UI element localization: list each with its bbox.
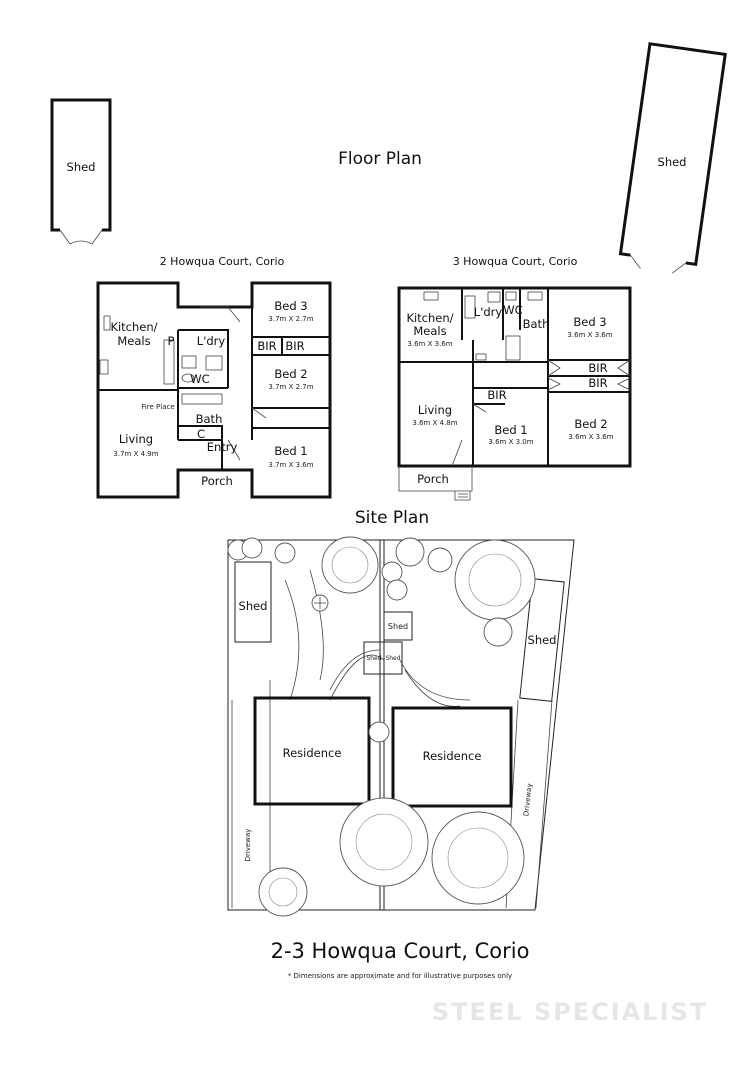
site-shed-small-b: [383, 641, 403, 675]
site-plan-title: Site Plan: [355, 508, 429, 528]
right-living-label: Living: [418, 403, 452, 417]
right-bed3-dim: 3.6m X 3.6m: [567, 331, 612, 339]
site-residence-left-label: Residence: [283, 746, 342, 760]
site-trees: [227, 536, 536, 917]
right-unit-heading: 3 Howqua Court, Corio: [453, 255, 578, 268]
site-shed-small-b-label: Shed: [385, 655, 400, 662]
left-bir-b-label: BIR: [285, 339, 304, 353]
left-cupboard-label: C: [197, 427, 205, 441]
right-bed2-label: Bed 2: [574, 417, 607, 431]
right-bir-bed1-label: BIR: [487, 388, 506, 402]
left-bed1-dim: 3.7m X 3.6m: [268, 461, 313, 469]
left-bed3-dim: 3.7m X 2.7m: [268, 315, 313, 323]
right-kitchen-label-2: Meals: [413, 324, 446, 338]
right-shed-label: Shed: [658, 155, 687, 169]
left-fireplace-label: Fire Place: [141, 403, 174, 411]
site-shed-right: [519, 578, 565, 702]
left-porch-label: Porch: [201, 474, 233, 488]
left-bir-a-label: BIR: [257, 339, 276, 353]
left-living-label: Living: [119, 432, 153, 446]
site-shed-mid: [383, 611, 413, 641]
right-kitchen-dim: 3.6m X 3.6m: [407, 340, 452, 348]
right-bir-b-label: BIR: [588, 376, 607, 390]
main-title: 2-3 Howqua Court, Corio: [271, 939, 530, 963]
left-shed-label: Shed: [67, 160, 96, 174]
site-shed-right-label: Shed: [528, 633, 557, 647]
floor-plan-title: Floor Plan: [338, 149, 422, 169]
site-residence-left: [253, 696, 371, 806]
right-shed: Shed: [618, 42, 727, 274]
left-unit-heading: 2 Howqua Court, Corio: [160, 255, 285, 268]
footnote: * Dimensions are approximate and for ill…: [288, 972, 512, 980]
left-kitchen-label-2: Meals: [117, 334, 150, 348]
left-living-dim: 3.7m X 4.9m: [113, 450, 158, 458]
right-bed2-dim: 3.6m X 3.6m: [568, 433, 613, 441]
left-bed2-label: Bed 2: [274, 367, 307, 381]
site-plan: Shed Shed Shed Shed Shed Residence Resid…: [227, 536, 575, 917]
right-unit-plan: Kitchen/ Meals 3.6m X 3.6m L'dry WC Bath…: [397, 286, 632, 501]
left-unit-plan: Kitchen/ Meals P L'dry WC Fire Place Bat…: [96, 281, 332, 499]
left-pantry-label: P: [168, 334, 175, 348]
site-driveway-left-label: Driveway: [244, 829, 252, 862]
left-entry-label: Entry: [207, 440, 238, 454]
right-living-dim: 3.6m X 4.8m: [412, 419, 457, 427]
site-driveway-right-label: Driveway: [522, 783, 533, 816]
site-residence-right-label: Residence: [423, 749, 482, 763]
left-bath-label: Bath: [196, 412, 223, 426]
right-porch-label: Porch: [417, 472, 449, 486]
right-laundry-label: L'dry: [474, 305, 503, 319]
watermark: STEEL SPECIALIST: [432, 998, 708, 1026]
right-kitchen-label-1: Kitchen/: [406, 311, 453, 325]
site-shed-left: [234, 561, 272, 643]
left-wc-label: WC: [190, 372, 209, 386]
site-shed-left-label: Shed: [239, 599, 268, 613]
left-kitchen-label-1: Kitchen/: [110, 320, 157, 334]
right-bed3-label: Bed 3: [573, 315, 606, 329]
left-shed: Shed: [50, 98, 112, 245]
left-bed1-label: Bed 1: [274, 444, 307, 458]
site-shed-mid-label: Shed: [388, 622, 408, 631]
site-residence-right: [391, 706, 513, 808]
left-bed2-dim: 3.7m X 2.7m: [268, 383, 313, 391]
right-bath-label: Bath: [523, 317, 550, 331]
left-bed3-label: Bed 3: [274, 299, 307, 313]
right-bed1-label: Bed 1: [494, 423, 527, 437]
right-bed1-dim: 3.6m X 3.0m: [488, 438, 533, 446]
site-shed-small-a-label: Shed: [366, 655, 381, 662]
right-bir-a-label: BIR: [588, 361, 607, 375]
left-laundry-label: L'dry: [197, 334, 226, 348]
right-wc-label: WC: [503, 303, 522, 317]
